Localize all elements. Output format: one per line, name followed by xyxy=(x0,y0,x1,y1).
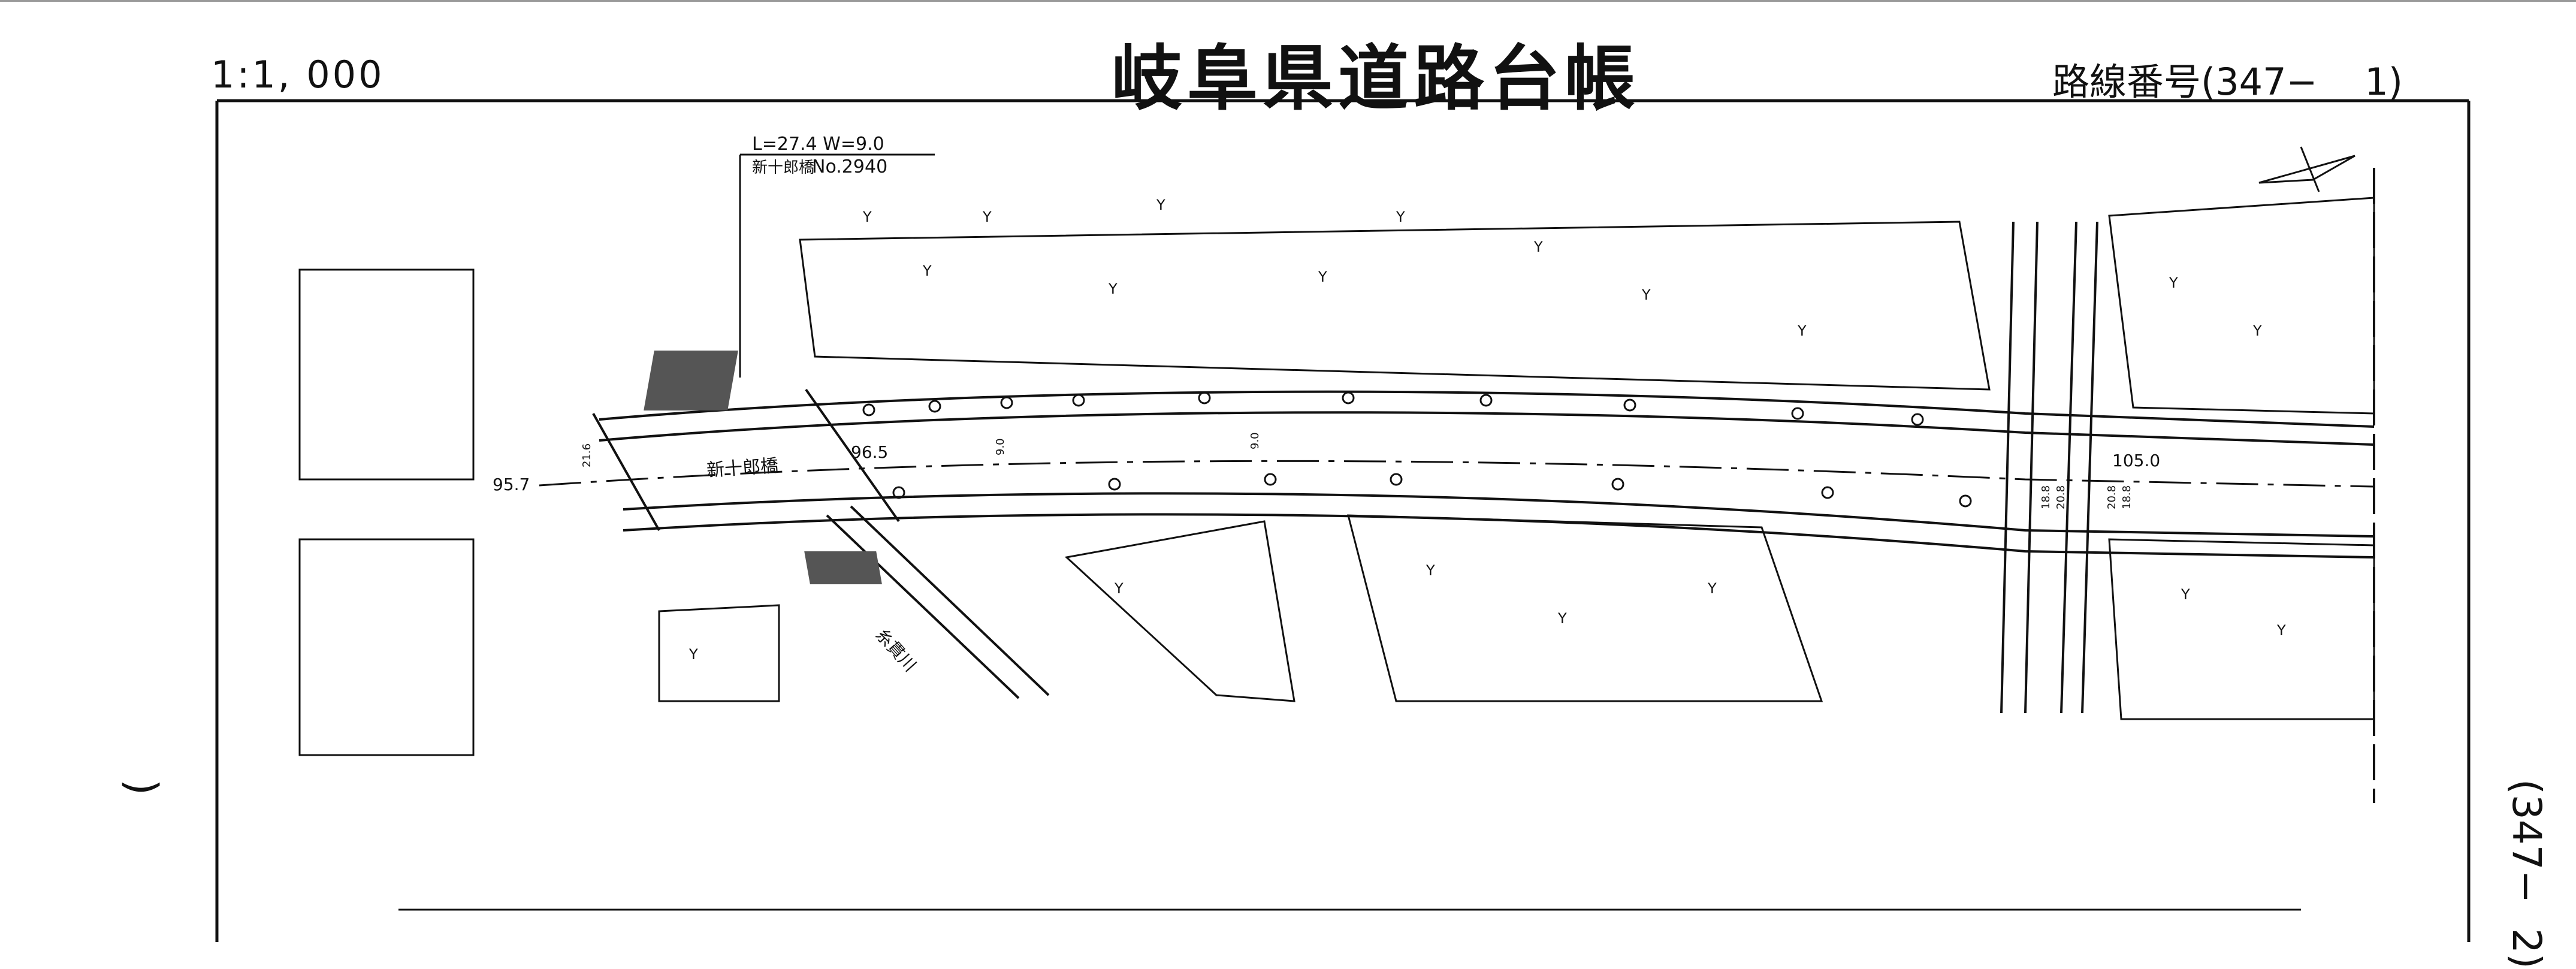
svg-text:Y: Y xyxy=(1114,580,1124,597)
side-route-continuation: (347− 2) xyxy=(2503,779,2550,969)
elevation-bridge: 96.5 xyxy=(851,442,888,462)
svg-text:Y: Y xyxy=(1557,610,1567,627)
north-arrow xyxy=(2258,146,2355,192)
main-road xyxy=(599,390,2375,559)
svg-text:20.8: 20.8 xyxy=(2055,485,2067,509)
svg-text:20.8: 20.8 xyxy=(2106,485,2118,509)
svg-text:Y: Y xyxy=(1318,268,1327,285)
roadside-trees xyxy=(862,391,1972,508)
svg-text:Y: Y xyxy=(922,262,932,279)
bridge-dimensions: L=27.4 W=9.0 xyxy=(752,134,884,155)
route-number: 路線番号(347− 1) xyxy=(2052,60,2403,104)
svg-text:Y: Y xyxy=(1797,322,1807,339)
width-labels: 21.6 9.0 9.0 18.8 20.8 20.8 18.8 xyxy=(581,432,2133,509)
cross-street xyxy=(2000,221,2098,714)
svg-text:Y: Y xyxy=(1396,209,1405,225)
svg-text:18.8: 18.8 xyxy=(2040,485,2052,509)
svg-text:Y: Y xyxy=(2252,322,2262,339)
svg-text:Y: Y xyxy=(1108,280,1118,297)
svg-text:Y: Y xyxy=(1426,562,1435,579)
svg-text:Y: Y xyxy=(1156,197,1165,213)
scale-label: 1:1, 000 xyxy=(211,53,385,96)
elevation-right: 105.0 xyxy=(2112,451,2160,470)
svg-text:Y: Y xyxy=(2169,274,2178,291)
bridge-name: 新十郎橋 xyxy=(752,159,814,177)
page-title: 岐阜県道路台帳 xyxy=(1112,37,1641,120)
bridge-structure xyxy=(592,388,1050,699)
map-frame xyxy=(215,99,2471,942)
bridge-label-on-road: 新十郎橋 xyxy=(706,455,779,481)
svg-text:Y: Y xyxy=(1533,239,1543,255)
svg-text:Y: Y xyxy=(688,646,698,663)
svg-text:Y: Y xyxy=(2276,622,2286,639)
left-margin-paren: ) xyxy=(117,779,167,796)
bridge-abutment-north xyxy=(644,351,738,410)
svg-text:Y: Y xyxy=(982,209,992,225)
svg-text:Y: Y xyxy=(862,209,872,225)
svg-text:9.0: 9.0 xyxy=(1249,432,1261,449)
road-map-sheet: Y Y Y Y Y Y Y Y Y Y Y Y Y Y Y Y Y Y Y L=… xyxy=(215,99,2471,942)
river-label: 糸貫川 xyxy=(872,625,920,676)
elevation-left: 95.7 xyxy=(493,475,530,494)
svg-text:Y: Y xyxy=(1707,580,1717,597)
svg-text:Y: Y xyxy=(1641,286,1651,303)
svg-text:21.6: 21.6 xyxy=(581,443,593,467)
bridge-abutment-south xyxy=(804,551,882,584)
svg-text:18.8: 18.8 xyxy=(2121,485,2133,509)
svg-text:Y: Y xyxy=(2181,586,2190,603)
svg-text:9.0: 9.0 xyxy=(994,438,1007,455)
parcels xyxy=(298,197,2375,756)
bridge-number: No.2940 xyxy=(812,156,887,177)
top-border-line xyxy=(0,0,2576,2)
vegetation-markers: Y Y Y Y Y Y Y Y Y Y Y Y Y Y Y Y Y Y Y xyxy=(688,197,2286,663)
road-centerline xyxy=(539,460,2375,488)
